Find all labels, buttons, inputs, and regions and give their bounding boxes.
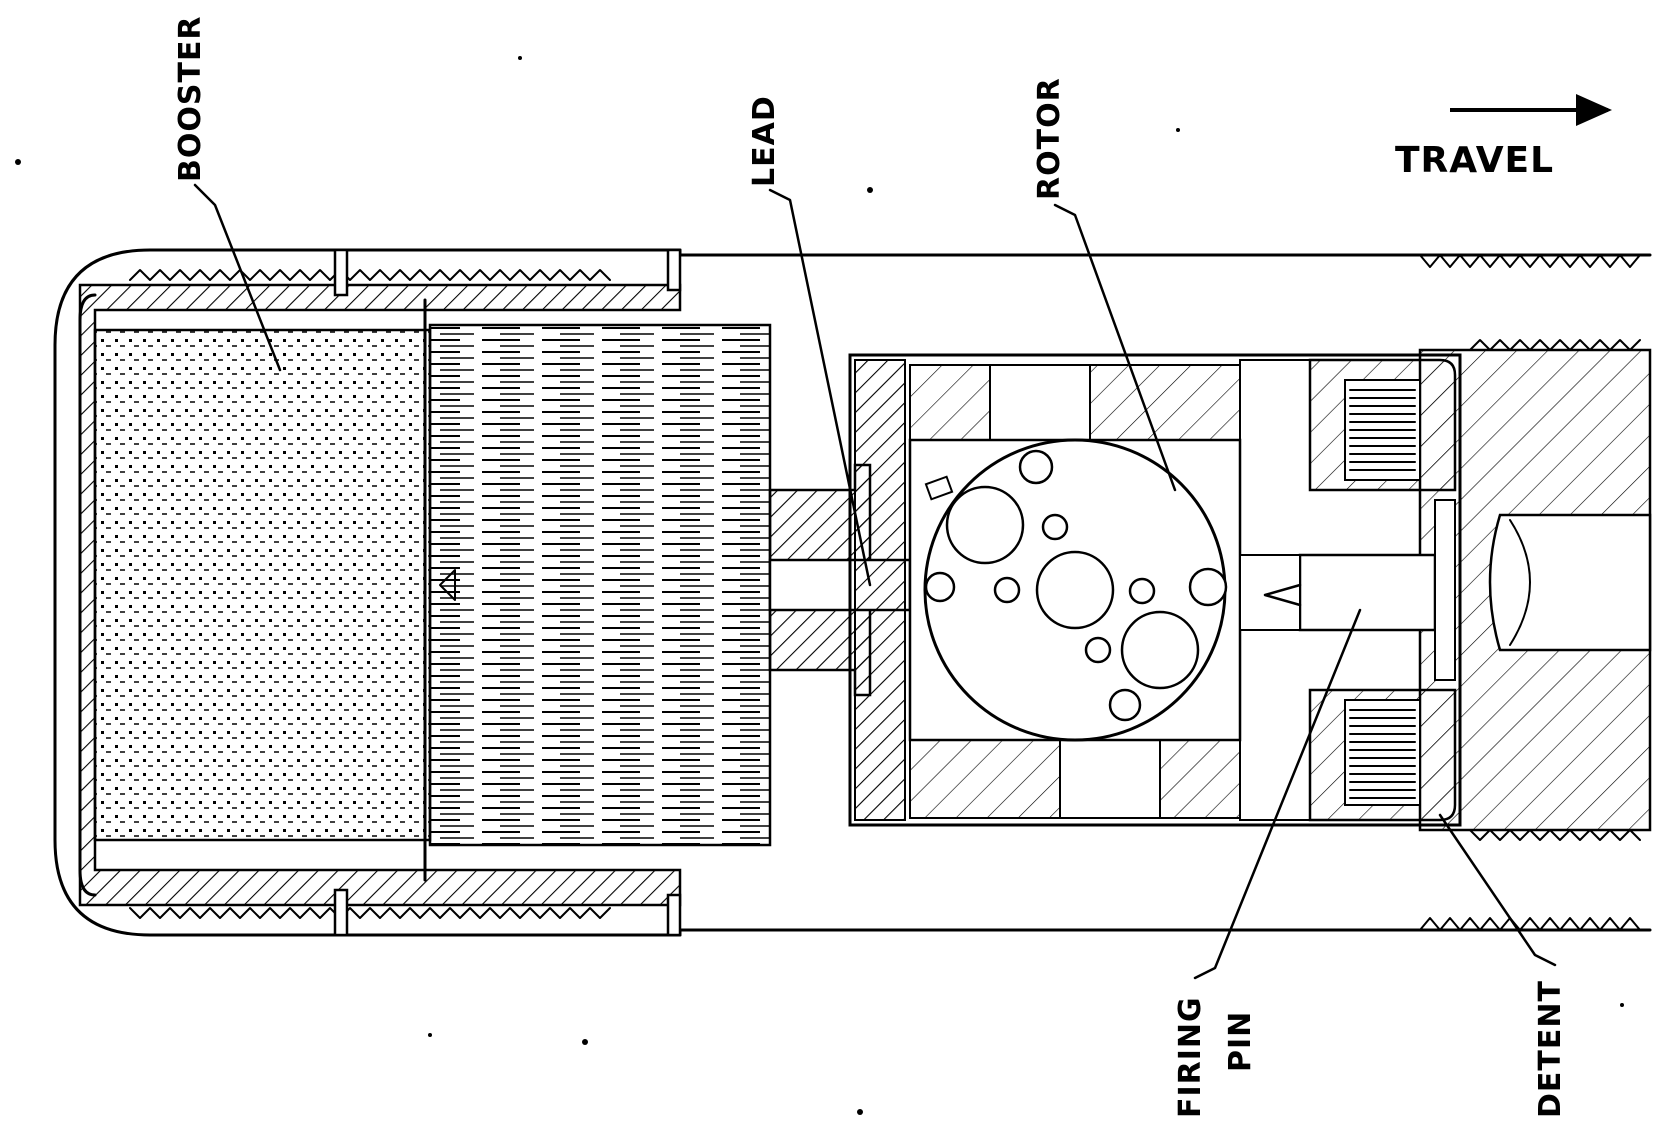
rotor-label: ROTOR bbox=[1032, 77, 1067, 200]
rotor bbox=[923, 438, 1228, 742]
firing-pin-assembly bbox=[1239, 358, 1457, 822]
lead-label: LEAD bbox=[747, 95, 782, 187]
lead-leader bbox=[768, 188, 872, 587]
rotor-leader bbox=[1053, 203, 1177, 492]
fuze-body bbox=[53, 248, 1652, 937]
firing-pin-leader bbox=[1193, 608, 1362, 980]
detent-leader bbox=[1438, 813, 1557, 967]
travel-label: TRAVEL bbox=[1395, 140, 1554, 181]
leader-lines bbox=[193, 183, 1557, 980]
firing-pin-label-line2: PIN bbox=[1223, 1011, 1258, 1072]
booster-label: BOOSTER bbox=[173, 15, 208, 182]
firing-pin-label-line1: FIRING bbox=[1173, 996, 1208, 1118]
detent-label: DETENT bbox=[1533, 980, 1568, 1118]
booster-cup bbox=[78, 248, 772, 937]
scan-specks bbox=[15, 56, 1624, 1115]
booster-leader bbox=[193, 183, 282, 372]
